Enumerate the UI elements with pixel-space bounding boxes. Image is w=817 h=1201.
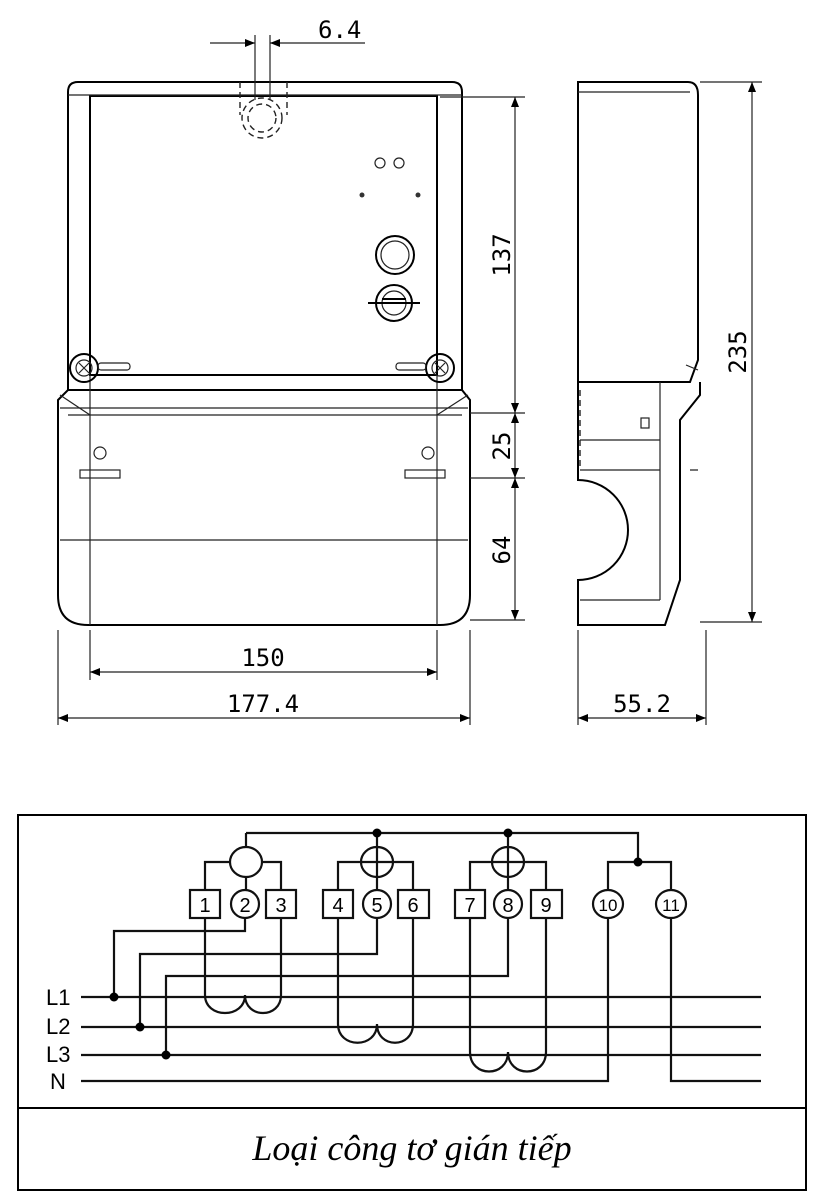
dimension-lines: 6.4 137 25 64 150 177.4 235 55.2 [57, 16, 762, 725]
dim-upper-height: 137 [488, 233, 516, 276]
terminal-5: 5 [371, 895, 382, 917]
dim-total-width: 177.4 [227, 690, 299, 718]
line-label-l1: L1 [46, 985, 70, 1010]
terminal-4: 4 [332, 895, 343, 917]
terminal-3: 3 [275, 895, 286, 917]
dim-inner-width: 150 [241, 644, 284, 672]
terminal-7: 7 [464, 895, 475, 917]
line-label-n: N [50, 1069, 66, 1094]
terminal-10: 10 [599, 896, 618, 915]
terminal-9: 9 [540, 895, 551, 917]
button-icon [375, 235, 415, 275]
terminal-1: 1 [199, 895, 210, 917]
wiring-table [17, 814, 807, 1191]
seal-knob-icon [368, 284, 420, 322]
caption: Loại công tơ gián tiếp [251, 1128, 571, 1168]
dim-middle-height: 25 [488, 432, 516, 461]
wiring-diagram: 1 2 3 4 5 6 7 8 9 10 11 L1 L2 L3 N [46, 828, 761, 1094]
line-label-l2: L2 [46, 1014, 70, 1039]
front-view [57, 81, 471, 626]
led-indicator [393, 157, 405, 169]
terminal-block: 1 2 3 4 5 6 7 8 9 10 11 [188, 888, 688, 920]
screw-dot [415, 192, 421, 198]
screw-icon [69, 353, 455, 479]
mounting-hole [239, 82, 288, 139]
dim-lower-height: 64 [488, 536, 516, 565]
led-indicator [374, 157, 386, 169]
dim-hole-width: 6.4 [318, 16, 361, 44]
screw-dot [359, 192, 365, 198]
terminal-11: 11 [662, 896, 680, 915]
side-view [577, 81, 701, 626]
current-coil [336, 845, 415, 890]
dim-depth: 55.2 [613, 690, 671, 718]
dim-total-height: 235 [724, 330, 752, 373]
current-coil [203, 845, 283, 890]
terminal-2: 2 [239, 895, 250, 917]
terminal-6: 6 [407, 895, 418, 917]
current-coil [468, 845, 548, 890]
terminal-8: 8 [502, 895, 513, 917]
line-label-l3: L3 [46, 1042, 70, 1067]
